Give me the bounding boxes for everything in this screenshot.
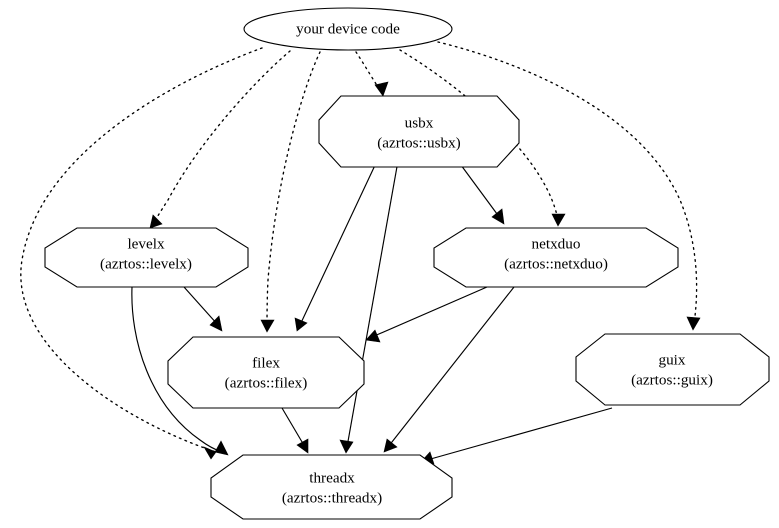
edge-usbx-to-threadx <box>339 160 399 454</box>
edge-usbx-to-netxduo <box>457 160 505 225</box>
node-your-device-code[interactable]: your device code <box>243 7 453 51</box>
node-threadx-shape <box>210 454 453 520</box>
node-usbx-label: usbx <box>405 114 434 131</box>
edge-device-to-levelx <box>149 50 291 229</box>
node-threadx[interactable]: threadx (azrtos::threadx) <box>210 454 453 520</box>
node-usbx-sublabel: (azrtos::usbx) <box>377 134 461 151</box>
node-guix-label: guix <box>658 351 685 368</box>
node-guix-sublabel: (azrtos::guix) <box>631 371 713 388</box>
node-netxduo-sublabel: (azrtos::netxduo) <box>504 255 608 272</box>
node-filex-shape <box>167 336 365 409</box>
node-levelx-sublabel: (azrtos::levelx) <box>100 255 192 272</box>
node-levelx-shape <box>44 227 249 288</box>
node-usbx-shape <box>318 95 520 168</box>
node-filex-sublabel: (azrtos::filex) <box>225 374 308 391</box>
edge-levelx-to-threadx <box>131 286 229 456</box>
node-usbx[interactable]: usbx (azrtos::usbx) <box>318 95 520 168</box>
edge-device-to-guix <box>437 41 701 331</box>
node-guix-shape <box>575 333 770 406</box>
node-levelx[interactable]: levelx (azrtos::levelx) <box>44 227 249 288</box>
edge-device-to-threadx <box>20 47 263 460</box>
edge-netxduo-to-threadx <box>383 286 515 453</box>
node-your-device-code-label: your device code <box>296 20 400 37</box>
node-filex[interactable]: filex (azrtos::filex) <box>167 336 365 409</box>
node-threadx-label: threadx <box>309 469 355 486</box>
edge-device-to-netxduo <box>399 49 566 227</box>
edge-device-to-filex <box>260 51 321 333</box>
node-netxduo-shape <box>433 227 679 288</box>
node-guix[interactable]: guix (azrtos::guix) <box>575 333 770 406</box>
node-your-device-code-shape <box>243 7 453 51</box>
edge-levelx-to-filex <box>183 286 223 332</box>
node-netxduo[interactable]: netxduo (azrtos::netxduo) <box>433 227 679 288</box>
edge-guix-to-threadx <box>420 407 613 465</box>
edge-netxduo-to-filex <box>365 286 488 343</box>
node-levelx-label: levelx <box>127 235 165 252</box>
edge-usbx-to-filex <box>294 160 378 332</box>
node-netxduo-label: netxduo <box>532 235 581 252</box>
node-threadx-sublabel: (azrtos::threadx) <box>282 489 382 506</box>
edge-device-to-usbx <box>355 51 389 97</box>
edge-filex-to-threadx <box>281 407 309 454</box>
node-filex-label: filex <box>252 354 280 371</box>
